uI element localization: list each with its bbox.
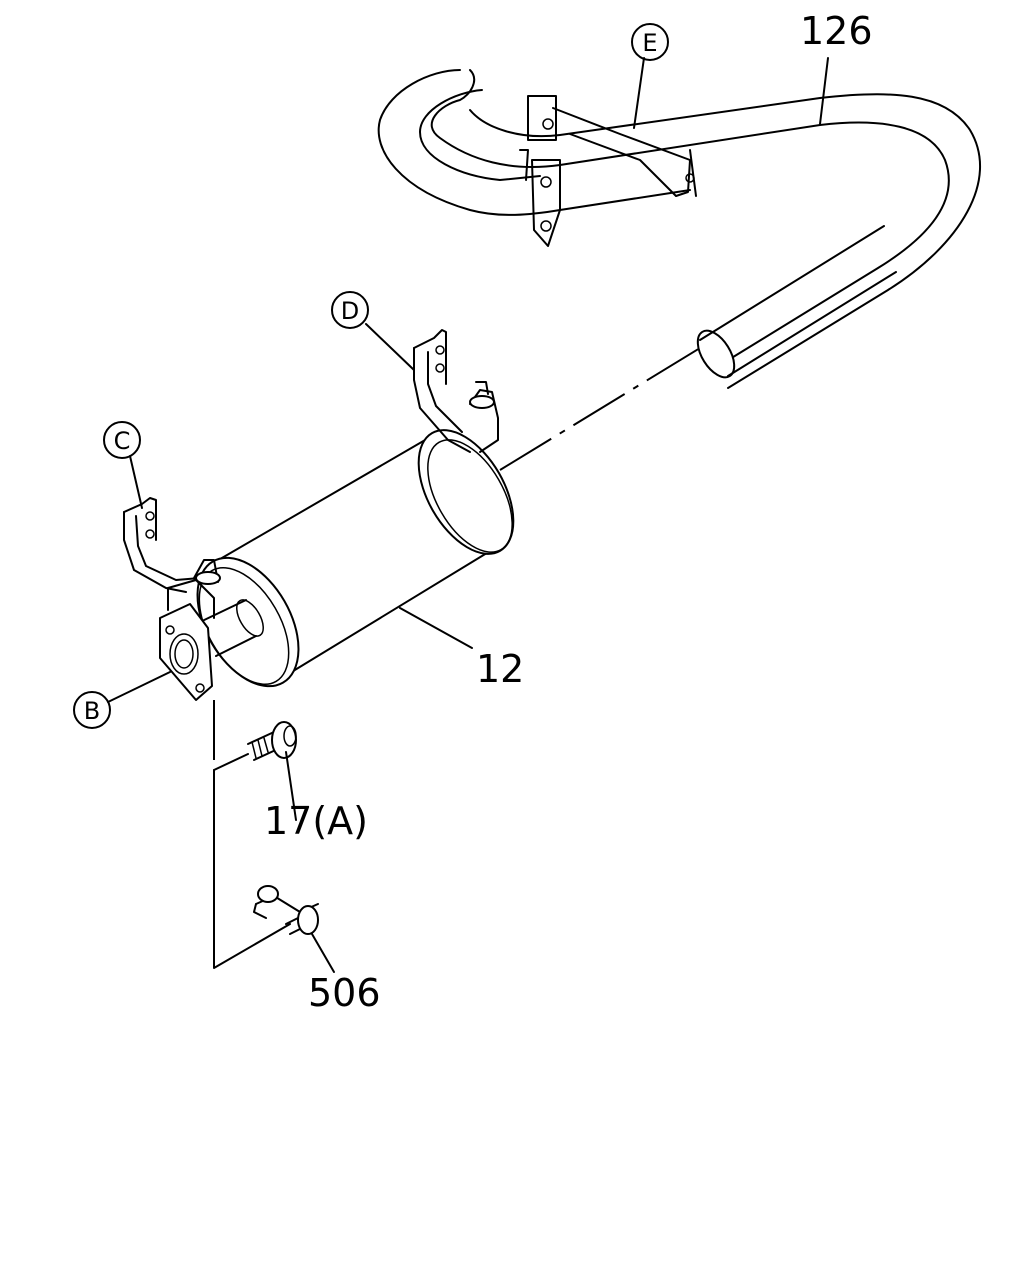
callout-12: 12 [476,647,524,691]
ref-circle-e: E [631,23,669,61]
inlet-flange-b [159,579,215,701]
hanger-bracket-e [519,95,697,247]
bracket-bolts-506 [253,885,319,935]
bracket-c [123,497,221,593]
fastener-leader-tree [213,700,291,969]
ref-letter-d: D [341,297,359,325]
callout-506: 506 [308,971,381,1015]
ref-letter-e: E [642,29,657,57]
ref-letter-b: B [84,697,100,725]
centerline-pipe [499,347,701,471]
ref-circle-c: C [103,421,141,459]
callout-17a: 17(A) [264,799,368,843]
ref-letter-c: C [114,427,131,455]
muffler [196,429,515,688]
ref-circle-b: B [73,691,111,729]
flange-bolt-17a [247,721,297,761]
tail-pipe [377,69,981,389]
ref-circle-d: D [331,291,369,329]
bracket-d [413,329,499,453]
callout-126: 126 [800,9,873,53]
leader-lines [107,57,829,973]
